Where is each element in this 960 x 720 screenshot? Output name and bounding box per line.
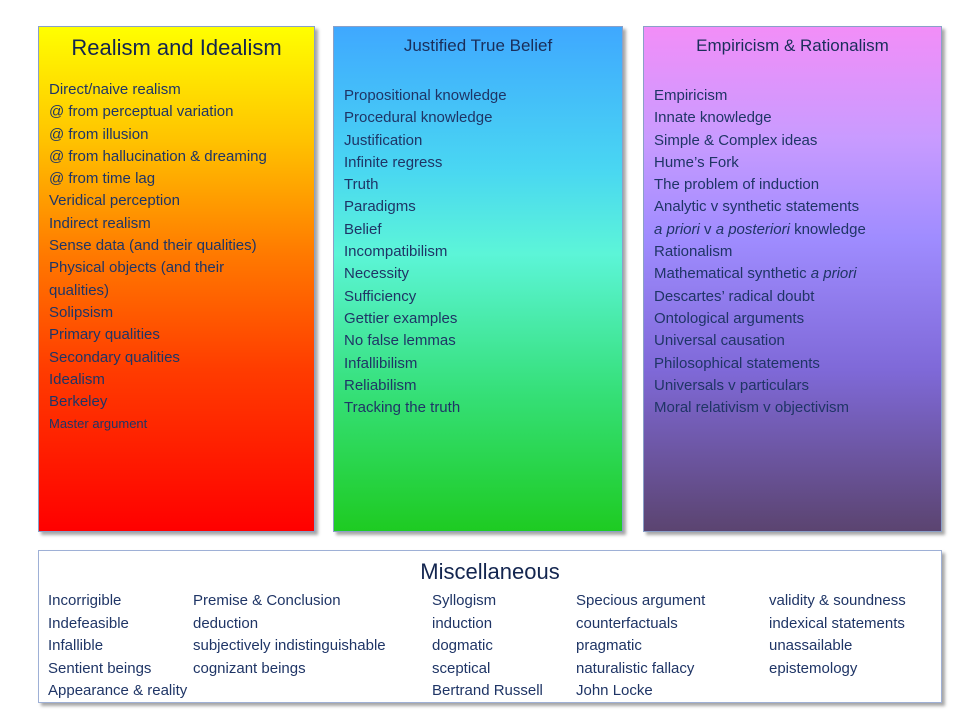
list-item: Veridical perception	[49, 192, 180, 210]
text-fragment: v	[699, 220, 716, 238]
list-item: Premise & Conclusion	[193, 592, 341, 609]
list-item: counterfactuals	[576, 614, 678, 632]
list-item: Indirect realism	[49, 214, 151, 232]
list-item: Infinite regress	[344, 153, 443, 171]
text-fragment: knowledge	[789, 220, 866, 238]
list-item: Empiricism	[654, 87, 728, 104]
list-item: deduction	[193, 614, 259, 632]
list-item: Propositional knowledge	[344, 87, 507, 104]
italic-term: a priori	[654, 220, 700, 238]
realism-idealism-list: Direct/naive realism @ from perceptual v…	[49, 79, 314, 435]
list-item: unassailable	[769, 637, 853, 654]
list-item: Sentient beings	[48, 659, 152, 677]
list-item: Syllogism	[432, 592, 497, 609]
list-item: Rationalism	[654, 243, 733, 261]
empiricism-rationalism-card: Empiricism & Rationalism Empiricism Inna…	[643, 26, 942, 532]
list-item: Belief	[344, 220, 382, 238]
list-item: dogmatic	[432, 637, 493, 654]
list-item: induction	[432, 614, 493, 632]
misc-column-2: Premise & Conclusion deduction subjectiv…	[193, 590, 386, 680]
justified-true-belief-card: Justified True Belief Propositional know…	[333, 26, 623, 532]
empiricism-rationalism-title: Empiricism & Rationalism	[696, 36, 889, 55]
misc-column-5: validity & soundness indexical statement…	[769, 590, 906, 680]
list-item: Analytic v synthetic statements	[654, 198, 860, 216]
list-item: Primary qualities	[49, 326, 160, 344]
list-item: Innate knowledge	[654, 109, 772, 127]
list-item: pragmatic	[576, 637, 642, 654]
list-item: cognizant beings	[193, 659, 306, 677]
italic-term: a priori	[810, 265, 857, 283]
list-item: subjectively indistinguishable	[193, 637, 386, 654]
miscellaneous-card: Miscellaneous Incorrigible Indefeasible …	[38, 550, 942, 703]
miscellaneous-title: Miscellaneous	[420, 559, 560, 584]
empiricism-rationalism-list: Empiricism Innate knowledge Simple & Com…	[654, 85, 941, 419]
list-item: qualities)	[49, 281, 110, 299]
list-item-apriori-aposteriori: a priori v a posteriori knowledge	[654, 219, 941, 241]
list-item: Universals v particulars	[654, 376, 810, 394]
list-item: Hume’s Fork	[654, 153, 739, 171]
list-item: Tracking the truth	[344, 399, 461, 417]
misc-column-1: Incorrigible Indefeasible Infallible Sen…	[48, 590, 187, 703]
list-item: @ from time lag	[49, 170, 156, 188]
list-item: The problem of induction	[654, 176, 820, 194]
list-item: Procedural knowledge	[344, 109, 493, 127]
list-item: Secondary qualities	[49, 348, 180, 366]
realism-idealism-title: Realism and Idealism	[71, 35, 282, 60]
list-item: John Locke	[576, 682, 653, 699]
list-item: Gettier examples	[344, 309, 458, 327]
list-item: Physical objects (and their	[49, 259, 225, 277]
list-item: Simple & Complex ideas	[654, 131, 818, 149]
list-item: Solipsism	[49, 303, 114, 321]
list-item: naturalistic fallacy	[576, 659, 695, 677]
list-item: epistemology	[769, 659, 858, 677]
list-item: sceptical	[432, 659, 491, 677]
list-item: Specious argument	[576, 592, 706, 609]
list-item: Bertrand Russell	[432, 682, 543, 699]
list-item: Master argument	[49, 416, 148, 432]
justified-true-belief-title: Justified True Belief	[403, 36, 553, 55]
list-item: Ontological arguments	[654, 309, 805, 327]
list-item: Incorrigible	[48, 592, 122, 609]
list-item: Infallible	[48, 637, 104, 654]
realism-idealism-card: Realism and Idealism Direct/naive realis…	[38, 26, 315, 532]
list-item: @ from illusion	[49, 125, 149, 143]
list-item: Sense data (and their qualities)	[49, 237, 257, 255]
list-item: Moral relativism v objectivism	[654, 399, 850, 417]
list-item: Indefeasible	[48, 614, 129, 632]
list-item: @ from perceptual variation	[49, 103, 234, 121]
list-item: Truth	[344, 176, 379, 194]
list-item: Necessity	[344, 265, 410, 283]
list-item: Paradigms	[344, 198, 416, 216]
list-item: Justification	[344, 131, 423, 149]
list-item: Descartes’ radical doubt	[654, 287, 815, 305]
list-item: Universal causation	[654, 332, 785, 350]
list-item: Berkeley	[49, 393, 108, 411]
misc-column-3: Syllogism induction dogmatic sceptical B…	[432, 590, 543, 703]
misc-column-4: Specious argument counterfactuals pragma…	[576, 590, 705, 703]
list-item: Infallibilism	[344, 354, 418, 372]
italic-term: a posteriori	[715, 220, 790, 238]
list-item: Appearance & reality	[48, 682, 188, 699]
list-item: validity & soundness	[769, 592, 906, 609]
justified-true-belief-list: Propositional knowledge Procedural knowl…	[344, 85, 622, 419]
list-item-mathematical-synthetic: Mathematical synthetic a priori	[654, 263, 941, 285]
list-item: indexical statements	[769, 614, 905, 632]
list-item: Idealism	[49, 370, 105, 388]
list-item: Direct/naive realism	[49, 81, 181, 98]
list-item: No false lemmas	[344, 332, 456, 350]
list-item: Reliabilism	[344, 376, 417, 394]
list-item: Incompatibilism	[344, 243, 448, 261]
list-item: Sufficiency	[344, 287, 417, 305]
list-item: Philosophical statements	[654, 354, 820, 372]
text-fragment: Mathematical synthetic	[654, 265, 811, 283]
list-item: @ from hallucination & dreaming	[49, 147, 267, 165]
